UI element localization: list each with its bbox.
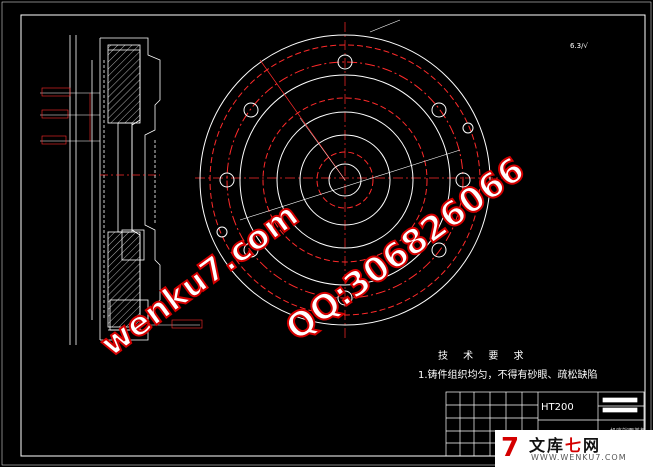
material-label: HT200 bbox=[541, 402, 574, 413]
logo-mark: 7 bbox=[501, 433, 520, 463]
site-logo: 7 文库七网 WWW.WENKU7.COM bbox=[495, 430, 653, 467]
logo-name: 文库七网 bbox=[529, 432, 601, 456]
section-dimensions bbox=[40, 87, 203, 329]
logo-name-main: 文库 bbox=[529, 436, 566, 455]
logo-url: WWW.WENKU7.COM bbox=[531, 453, 627, 462]
technical-requirements-item: 1.铸件组织均匀，不得有砂眼、疏松缺陷 bbox=[418, 370, 598, 381]
section-view bbox=[69, 35, 161, 345]
front-view bbox=[195, 19, 520, 340]
technical-requirements-heading: 技 术 要 求 bbox=[438, 351, 530, 362]
roughness-note: 6.3/√ bbox=[570, 42, 588, 50]
logo-name-accent: 七 bbox=[565, 436, 584, 455]
logo-name-tail: 网 bbox=[583, 436, 602, 455]
drawing-frame bbox=[20, 14, 646, 457]
